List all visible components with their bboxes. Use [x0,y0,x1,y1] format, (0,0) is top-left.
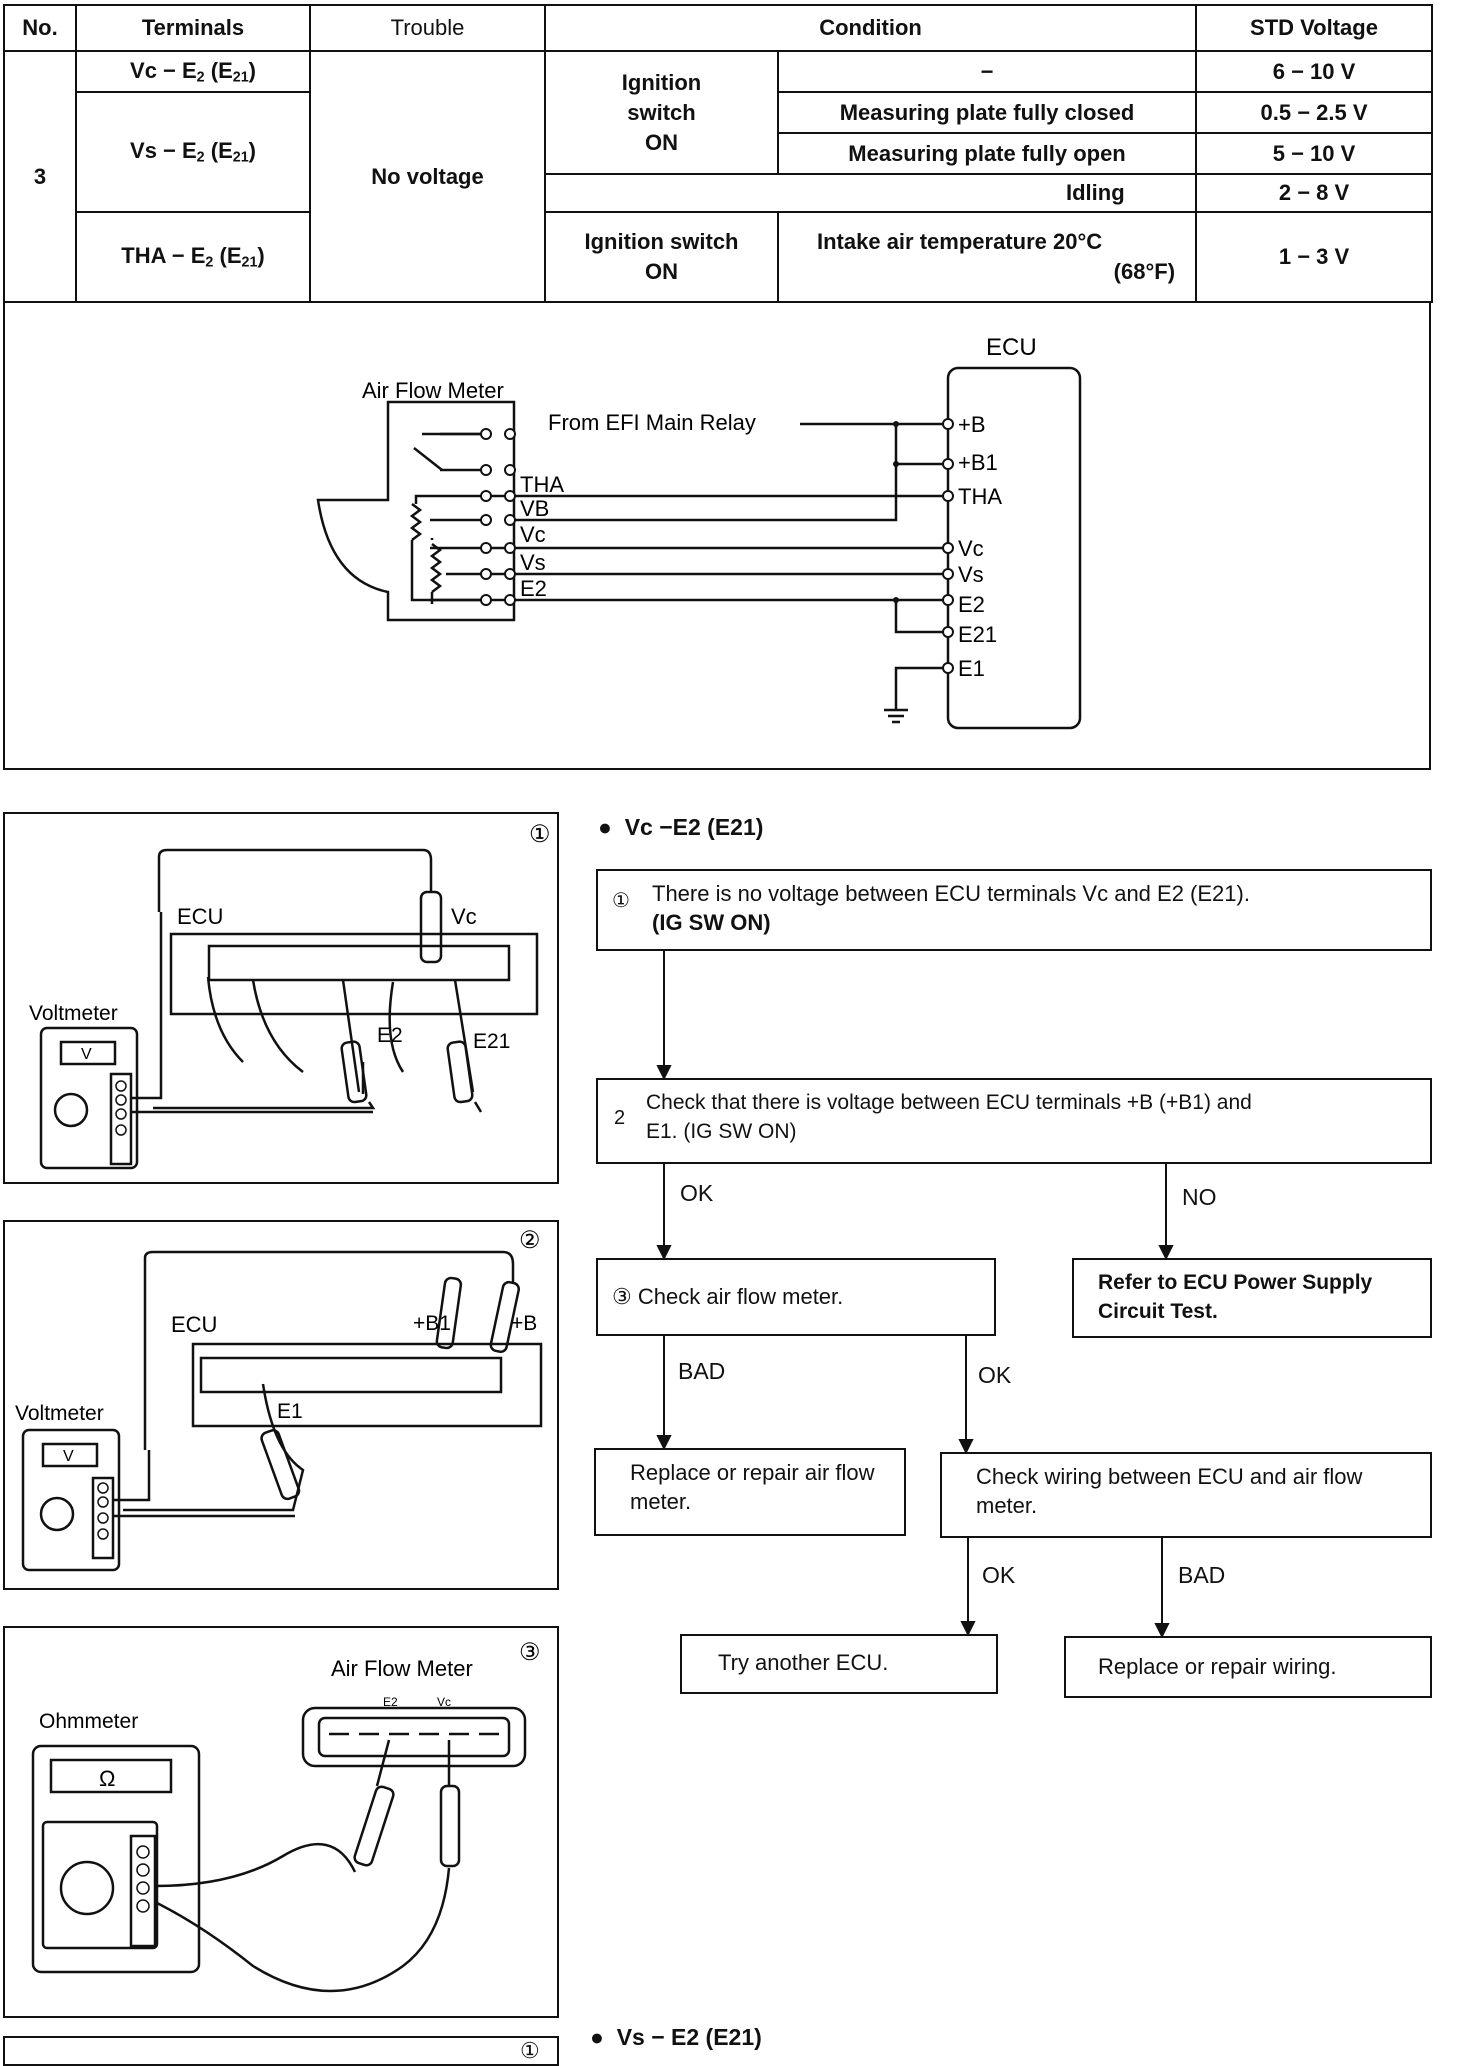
flow-label-ok-1: OK [680,1180,714,1206]
trouble-cell: No voltage [309,50,546,303]
panel-1-illustration: ① ECU Vc Voltmeter V E2 E21 [29,821,551,1170]
header-no: No. [3,4,77,52]
panel-next-partial [3,2036,559,2066]
flow-replace-afm: Replace or repair air flow meter. [594,1448,906,1536]
row-no: 3 [3,50,77,303]
flow-replace-wiring: Replace or repair wiring. [1064,1636,1432,1698]
panel-ohmmeter [3,1626,559,2018]
ecu-term-e1: E1 [958,656,985,681]
header-std-voltage: STD Voltage [1195,4,1434,52]
panel-3-number: ③ [519,1639,541,1666]
panel-3-term-e2: E2 [383,1695,398,1709]
header-terminals: Terminals [75,4,311,52]
panel-2-ecu-label: ECU [171,1312,217,1337]
panel-3-afm-label: Air Flow Meter [331,1656,473,1681]
circuit-afm-label: Air Flow Meter [362,378,504,403]
header-condition: Condition [543,4,1198,52]
panel-voltmeter-vc [3,812,559,1184]
circuit-relay-label: From EFI Main Relay [548,410,756,435]
condition-idling: Idling [543,173,1198,213]
panel-2-illustration: ② ECU +B1 +B Voltmeter V E1 [15,1227,543,1572]
panel-2-number: ② [519,1227,541,1254]
terminal-tha: THA − E2 (E21) [75,211,311,303]
panel-4-number: ① [520,2038,540,2063]
panel-2-probe-b: +B [511,1312,537,1335]
circuit-ecu-label: ECU [986,334,1037,361]
flow-try-another-ecu: Try another ECU. [680,1634,998,1694]
flow-heading-2: ● Vs − E2 (E21) [590,2024,762,2050]
afm-term-tha: THA [520,472,564,497]
flow-power-supply-test: Refer to ECU Power Supply Circuit Test. [1072,1258,1432,1338]
ecu-term-e21: E21 [958,622,997,647]
voltage-tha: 1 − 3 V [1195,211,1434,303]
panel-3-meter-symbol: Ω [99,1766,115,1791]
terminal-vc: Vc − E2 (E21) [75,50,311,93]
ecu-term-e2: E2 [958,592,985,617]
afm-term-e2: E2 [520,576,547,601]
panel-1-probe-e2: E2 [377,1024,403,1047]
ecu-term-tha: THA [958,484,1002,509]
panel-3-ohmmeter-label: Ohmmeter [39,1710,138,1733]
panel-2-probe-e1: E1 [277,1400,303,1423]
afm-term-vc: Vc [520,522,546,547]
voltage-plate-closed: 0.5 − 2.5 V [1195,91,1434,134]
flow-step-2: 2 Check that there is voltage between EC… [596,1078,1432,1164]
panel-3-illustration: ③ Air Flow Meter Ohmmeter Ω E2 Vc [31,1639,541,1993]
panel-3-term-vc: Vc [437,1695,451,1709]
panel-1-ecu-label: ECU [177,904,223,929]
flow-step-1: ① There is no voltage between ECU termin… [596,869,1432,951]
header-trouble: Trouble [309,4,546,52]
panel-2-meter-symbol: V [63,1448,74,1465]
panel-1-number: ① [529,821,551,848]
ecu-term-vs: Vs [958,562,984,587]
flow-label-bad-2: BAD [1178,1562,1226,1588]
voltage-idling: 2 − 8 V [1195,173,1434,213]
flow-label-ok-3: OK [982,1562,1016,1588]
condition-intake-temp: Intake air temperature 20°C(68°F) [776,211,1198,303]
condition-plate-open: Measuring plate fully open [776,132,1198,175]
flow-label-bad-1: BAD [678,1358,726,1384]
spec-table: No. Terminals Trouble Condition STD Volt… [3,4,1434,303]
panel-2-probe-b1: +B1 [413,1312,451,1335]
afm-term-vs: Vs [520,550,546,575]
flow-step-3: ③ Check air flow meter. [596,1258,996,1336]
flow-label-ok-2: OK [978,1362,1012,1388]
condition-dash: − [776,50,1198,93]
ecu-term-plus-b1: +B1 [958,450,998,475]
panel-voltmeter-b [3,1220,559,1590]
panel-1-meter-symbol: V [81,1046,92,1063]
panel-1-probe-e21: E21 [473,1030,510,1053]
voltage-vc: 6 − 10 V [1195,50,1434,93]
condition-plate-closed: Measuring plate fully closed [776,91,1198,134]
circuit-diagram: ECU Air Flow Meter From EFI Main Relay T… [316,334,1082,730]
panel-1-probe-vc: Vc [451,904,477,929]
flow-check-wiring: Check wiring between ECU and air flow me… [940,1452,1432,1538]
terminal-vs: Vs − E2 (E21) [75,91,311,213]
ecu-term-plus-b: +B [958,412,986,437]
ecu-term-vc: Vc [958,536,984,561]
panel-1-voltmeter-label: Voltmeter [29,1002,118,1025]
circuit-diagram-box [3,302,1431,770]
panel-2-voltmeter-label: Voltmeter [15,1402,104,1425]
afm-term-vb: VB [520,496,549,521]
voltage-plate-open: 5 − 10 V [1195,132,1434,175]
flow-heading: ● Vc −E2 (E21) [598,814,764,840]
flow-label-no: NO [1182,1184,1217,1210]
